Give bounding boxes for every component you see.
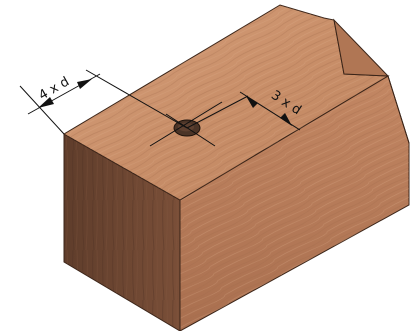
- center-line-1: [149, 101, 223, 147]
- notch-face: [333, 18, 410, 144]
- center-line-2: [165, 113, 216, 147]
